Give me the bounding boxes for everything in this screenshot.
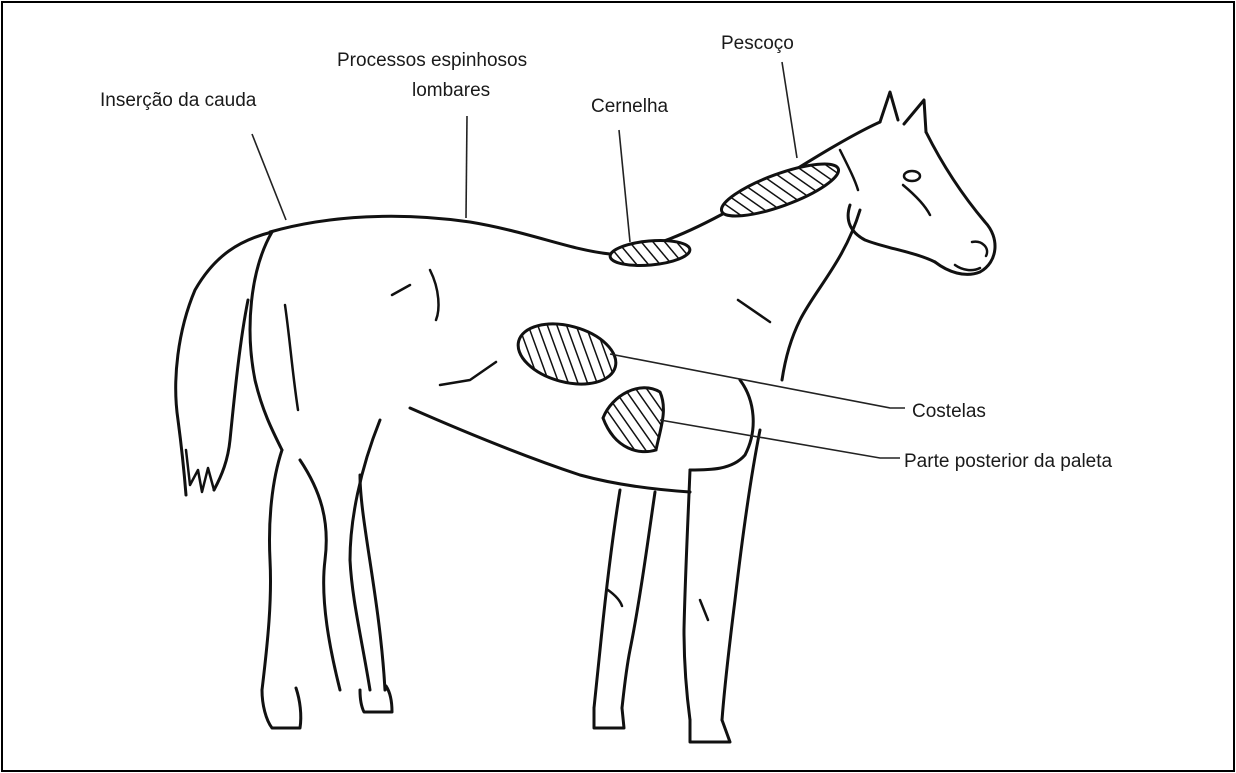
label-lumbar-spines-line1: Processos espinhosos xyxy=(337,50,527,71)
label-shoulder-back: Parte posterior da paleta xyxy=(904,451,1113,472)
leader-lumbar-spines xyxy=(466,116,467,218)
label-lumbar-spines-line2: lombares xyxy=(412,80,490,101)
leader-shoulder-back xyxy=(660,420,900,458)
leader-tail-insertion xyxy=(252,134,286,220)
leader-neck xyxy=(782,62,797,158)
label-tail-insertion: Inserção da cauda xyxy=(100,90,257,111)
label-withers: Cernelha xyxy=(591,96,669,117)
zone-withers xyxy=(609,238,691,269)
leader-withers xyxy=(619,130,630,242)
horse-outline xyxy=(176,92,995,742)
zone-shoulder-back xyxy=(603,388,663,452)
label-ribs: Costelas xyxy=(912,401,986,422)
zone-neck xyxy=(716,154,843,226)
zone-ribs xyxy=(511,314,622,394)
label-neck: Pescoço xyxy=(721,33,794,54)
